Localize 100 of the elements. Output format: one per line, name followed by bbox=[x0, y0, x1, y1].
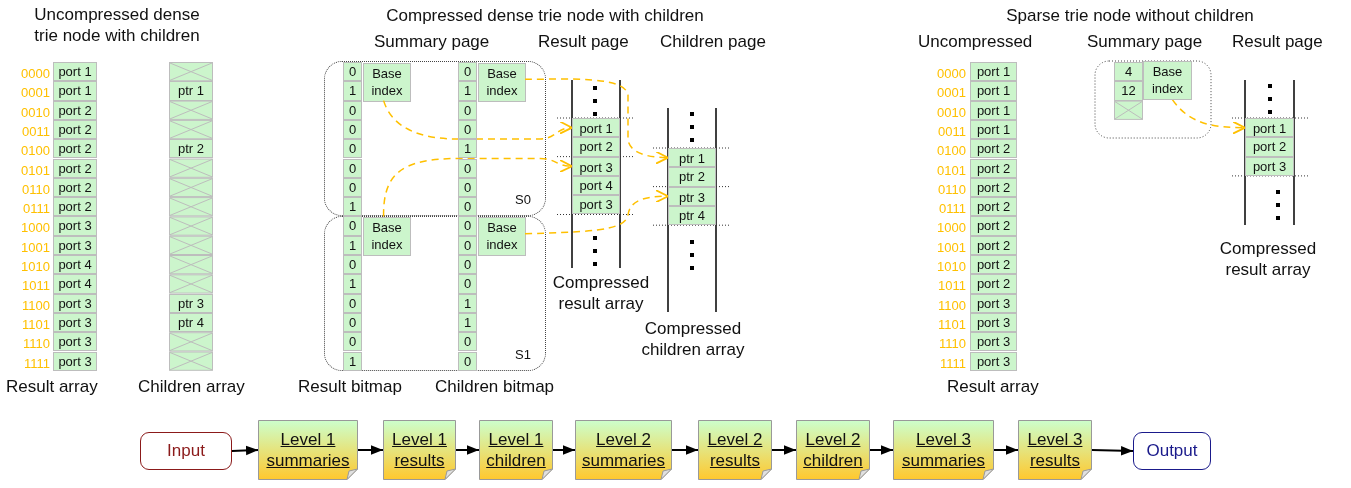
array-cell: port 3 bbox=[970, 351, 1017, 371]
array-cell: ptr 4 bbox=[169, 312, 213, 333]
binary-code: 1011 bbox=[937, 277, 966, 296]
array-cell: ptr 1 bbox=[169, 81, 213, 101]
array-cell: port 4 bbox=[53, 274, 97, 294]
binary-code: 1111 bbox=[938, 354, 966, 373]
bit-cell: 1 bbox=[343, 351, 362, 371]
bit-cell: 0 bbox=[458, 255, 477, 275]
array-cell: Base index bbox=[478, 217, 526, 256]
array-cell: ptr 2 bbox=[668, 167, 716, 187]
array-cell: port 3 bbox=[572, 195, 620, 215]
binary-code: 1000 bbox=[20, 219, 50, 238]
arrow bbox=[231, 445, 259, 456]
group-label: S1 bbox=[515, 347, 531, 363]
caption-text: Result array bbox=[6, 376, 98, 397]
bit-cell: 0 bbox=[343, 255, 362, 275]
bit-cell: 1 bbox=[343, 197, 362, 217]
array-cell: ptr 2 bbox=[169, 139, 213, 159]
bit-cell: 12 bbox=[1114, 81, 1143, 101]
arrow bbox=[1091, 445, 1134, 456]
array-cell: port 2 bbox=[53, 100, 97, 120]
bit-cell: 0 bbox=[343, 216, 362, 236]
caption-text: Children bitmap bbox=[435, 376, 555, 397]
array-cell: port 2 bbox=[572, 137, 620, 157]
array-cell: port 2 bbox=[970, 216, 1017, 236]
binary-code: 1001 bbox=[936, 238, 966, 257]
array-cell: port 2 bbox=[53, 177, 97, 198]
array-cell: port 1 bbox=[53, 81, 97, 101]
bit-cell: 1 bbox=[343, 274, 362, 294]
dashed-arrow bbox=[1171, 98, 1246, 135]
binary-code: 1011 bbox=[21, 277, 50, 296]
bit-cell: 0 bbox=[343, 158, 362, 178]
array-cell: port 4 bbox=[572, 175, 620, 196]
array-cell: port 3 bbox=[53, 216, 97, 236]
group-label: S0 bbox=[515, 192, 531, 208]
array-cell: port 2 bbox=[970, 255, 1017, 275]
caption-text: Compressed result array bbox=[1218, 238, 1318, 280]
note-box: Level 1 children bbox=[479, 420, 553, 480]
binary-code: 0000 bbox=[936, 65, 966, 83]
bit-cell: 0 bbox=[458, 216, 477, 236]
binary-code: 1101 bbox=[937, 315, 966, 334]
arrow bbox=[993, 445, 1019, 455]
bit-cell: 0 bbox=[343, 62, 362, 82]
array-cell: port 4 bbox=[53, 255, 97, 275]
bit-cell: 4 bbox=[1114, 62, 1143, 82]
binary-code: 1110 bbox=[938, 335, 966, 354]
bit-cell: 1 bbox=[458, 81, 477, 101]
section-heading: Compressed dense trie node with children bbox=[385, 5, 705, 26]
binary-code: 1000 bbox=[936, 219, 966, 238]
caption-text: Children page bbox=[660, 31, 766, 52]
bit-cell: 1 bbox=[343, 81, 362, 101]
terminal-box: Output bbox=[1133, 432, 1211, 470]
binary-code: 0010 bbox=[936, 103, 966, 122]
array-cell: ptr 1 bbox=[668, 148, 716, 168]
section-heading: Uncompressed dense trie node with children bbox=[33, 4, 201, 46]
binary-code: 0011 bbox=[21, 122, 50, 141]
binary-code: 0111 bbox=[938, 200, 966, 219]
arrow bbox=[771, 445, 797, 455]
arrow bbox=[869, 445, 894, 455]
caption-text: Result page bbox=[538, 31, 629, 52]
arrow bbox=[455, 445, 480, 455]
array-cell: ptr 3 bbox=[668, 186, 716, 206]
dashed-arrow bbox=[382, 157, 573, 218]
binary-code: 0110 bbox=[21, 180, 50, 199]
caption-text: Summary page bbox=[1087, 31, 1203, 52]
binary-code: 1100 bbox=[937, 296, 966, 315]
array-cell: ptr 4 bbox=[668, 205, 716, 226]
caption-text: Result array bbox=[947, 376, 1039, 397]
note-box: Level 2 children bbox=[796, 420, 870, 480]
dashed-arrow bbox=[382, 99, 573, 140]
array-cell: port 1 bbox=[970, 62, 1017, 82]
binary-code: 0100 bbox=[20, 142, 50, 161]
array-cell: port 2 bbox=[970, 158, 1017, 178]
array-cell: port 1 bbox=[970, 81, 1017, 101]
array-cell: port 2 bbox=[53, 119, 97, 140]
array-cell: port 3 bbox=[53, 235, 97, 255]
binary-code: 0011 bbox=[937, 122, 966, 141]
array-cell: Base index bbox=[363, 63, 411, 102]
array-cell: port 1 bbox=[1245, 118, 1294, 138]
dashed-arrow bbox=[524, 78, 669, 165]
binary-code: 0111 bbox=[22, 200, 50, 219]
binary-code: 1001 bbox=[20, 238, 50, 257]
caption-text: Summary page bbox=[374, 31, 490, 52]
caption-text: Children array bbox=[138, 376, 245, 397]
array-cell: port 3 bbox=[572, 156, 620, 176]
caption-text: Compressed children array bbox=[640, 318, 746, 360]
array-cell: port 2 bbox=[970, 139, 1017, 159]
array-cell: Base index bbox=[1143, 61, 1192, 100]
arrow bbox=[552, 445, 576, 455]
array-cell: port 2 bbox=[53, 139, 97, 159]
binary-code: 1100 bbox=[21, 296, 50, 315]
terminal-box: Input bbox=[140, 432, 232, 470]
note-box: Level 1 summaries bbox=[258, 420, 358, 480]
array-cell: port 2 bbox=[53, 158, 97, 178]
binary-code: 1101 bbox=[21, 315, 50, 334]
binary-code: 1111 bbox=[22, 354, 50, 373]
binary-code: 0001 bbox=[20, 84, 50, 103]
array-cell: port 3 bbox=[53, 351, 97, 371]
binary-code: 0000 bbox=[20, 65, 50, 83]
note-box: Level 2 summaries bbox=[575, 420, 672, 480]
